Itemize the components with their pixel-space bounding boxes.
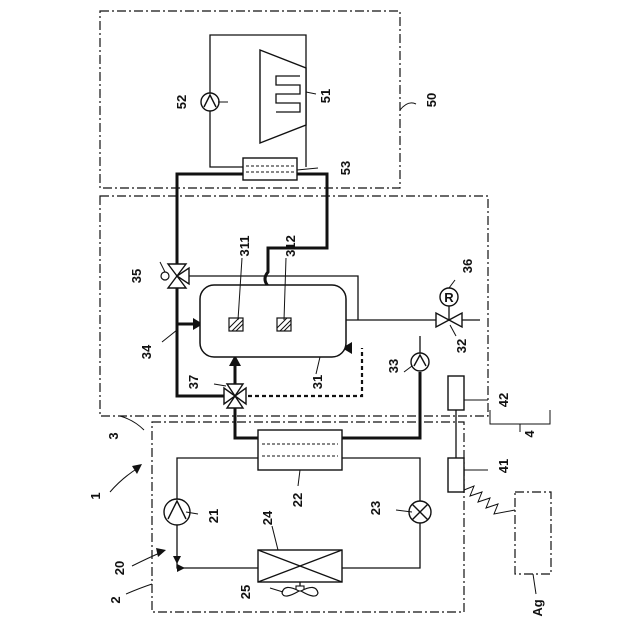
label-tank: 31: [310, 375, 325, 389]
label-tank-sensor-upper: 312: [283, 235, 298, 257]
label-refrigerant-circuit: 20: [112, 561, 127, 575]
hp-return-pipe: [342, 372, 420, 438]
hp-supply-pipe: [235, 408, 258, 438]
three-way-valve-upper-icon: [161, 264, 189, 288]
label-tank-sensor-lower: 311: [237, 236, 252, 257]
label-pipe: 34: [139, 344, 154, 359]
label-expansion-valve: 23: [368, 501, 383, 515]
label-heating-exchanger: 53: [338, 161, 353, 175]
expansion-valve-icon: [409, 501, 431, 523]
heating-exchanger-icon: [243, 158, 297, 180]
heat-exchanger-icon: [258, 430, 342, 470]
system-arrowhead: [132, 464, 142, 474]
label-three-way-valve-lower: 37: [186, 375, 201, 389]
pressure-reducer-icon: R: [440, 288, 458, 306]
remote-box: [515, 492, 551, 574]
label-heat-exchanger: 22: [290, 493, 305, 507]
unit2-leader: [126, 584, 152, 594]
label-pressure-reducer: 36: [460, 259, 475, 273]
three-way-valve-lower-icon: [224, 384, 246, 408]
controller-upper-box: [448, 376, 464, 410]
wireless-link: [464, 486, 515, 514]
refrigerant-flow-arrow-2: [173, 556, 181, 564]
label-controller-upper: 42: [496, 393, 511, 407]
air-heat-exchanger-icon: [258, 550, 342, 582]
tank-icon: [200, 285, 346, 357]
label-heat-pump-unit: 2: [108, 596, 123, 603]
label-heating-pump: 52: [174, 95, 189, 109]
label-controller: 4: [522, 430, 537, 438]
label-tank-unit: 3: [106, 432, 121, 439]
pump-icon: [411, 353, 429, 371]
label-air-heat-exchanger: 24: [260, 510, 275, 525]
label-remote: Ag: [530, 599, 545, 616]
label-fan: 25: [238, 585, 253, 599]
label-three-way-valve-upper: 35: [129, 269, 144, 283]
label-supply-valve: 32: [454, 339, 469, 353]
label-controller-lower: 41: [496, 459, 511, 473]
fan-icon: [282, 582, 318, 596]
controller-bracket: [490, 410, 550, 432]
pressure-reducer-mark: R: [444, 290, 454, 305]
label-heating-unit: 50: [424, 93, 439, 107]
tank-sensor-lower-icon: [229, 318, 243, 331]
label-compressor: 21: [206, 509, 221, 523]
label-radiator: 51: [318, 89, 333, 103]
supply-valve-icon: [436, 306, 462, 327]
label-pump: 33: [386, 359, 401, 373]
controller-lower-box: [448, 458, 464, 492]
system-arrow: [110, 468, 138, 492]
refrigerant-flow-arrow: [177, 564, 185, 572]
circuit-arrowhead: [156, 548, 166, 557]
label-system: 1: [88, 492, 103, 499]
radiator-icon: [260, 50, 306, 143]
heating-return-pipe: [265, 174, 327, 292]
heating-pump-icon: [201, 93, 219, 111]
